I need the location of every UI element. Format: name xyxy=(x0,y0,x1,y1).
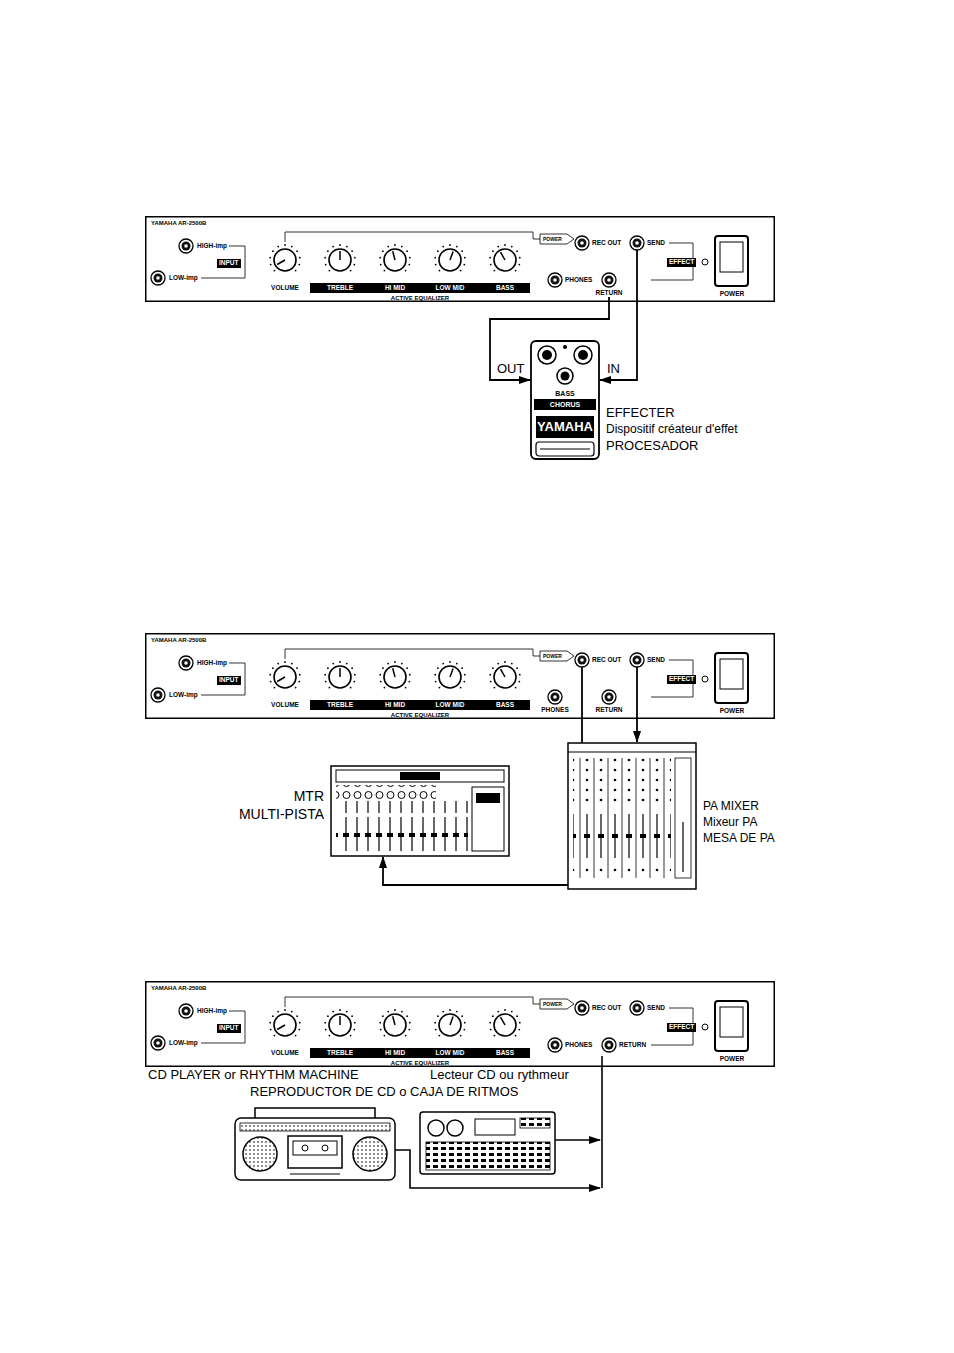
jack: RETURN xyxy=(594,273,624,297)
cd-player xyxy=(235,1108,395,1180)
panel-label: ACTIVE EQUALIZER xyxy=(391,1060,449,1066)
panel-label: PHONES xyxy=(565,277,592,284)
pedal-marking: BASS xyxy=(530,390,600,397)
panel-label: LOW MID xyxy=(436,702,465,709)
device-caption: Dispositif créateur d'effet xyxy=(606,423,737,435)
brand-label: YAMAHA AR-2500B xyxy=(151,637,206,643)
cable xyxy=(600,250,637,380)
panel-label: BASS xyxy=(496,1050,514,1057)
mtr-art xyxy=(330,765,510,857)
panel-label: PHONES xyxy=(565,1042,592,1049)
section-tag: EFFECT xyxy=(667,258,696,267)
pedal-art xyxy=(530,340,600,460)
section-tag: INPUT xyxy=(217,676,241,685)
rhythm-machine xyxy=(420,1112,555,1174)
brand-label: YAMAHA AR-2500B xyxy=(151,985,206,991)
panel-label: HI MID xyxy=(385,1050,405,1057)
panel-label: LOW-imp xyxy=(169,692,198,699)
panel-label: REC OUT xyxy=(592,240,621,247)
panel-label: TREBLE xyxy=(327,285,353,292)
section-tag: INPUT xyxy=(217,1024,241,1033)
amp-panel: YAMAHA AR-2500B REC OUT SEND HIGH-impINPUT L… xyxy=(145,633,775,719)
section-tag: INPUT xyxy=(217,259,241,268)
brand-label: YAMAHA AR-2500B xyxy=(151,220,206,226)
pedal-marking: CHORUS xyxy=(530,401,600,408)
device-caption: CD PLAYER or RHYTHM MACHINE xyxy=(148,1068,359,1081)
jack: SEND xyxy=(630,653,665,667)
panel-label: SEND xyxy=(647,1005,665,1012)
panel-label: BASS xyxy=(496,702,514,709)
amp-panel: YAMAHA AR-2500B RETURN HIGH-impINPUT LOW-im… xyxy=(145,981,775,1067)
device-caption: Mixeur PA xyxy=(703,816,757,828)
panel-label: TREBLE xyxy=(327,1050,353,1057)
panel-label: HI MID xyxy=(385,702,405,709)
pedal-marking: YAMAHA xyxy=(530,420,600,433)
jack: RETURN xyxy=(602,1038,646,1052)
panel-label: POWER xyxy=(543,654,562,659)
panel-label: POWER xyxy=(720,1056,745,1063)
jack-label: SEND xyxy=(647,236,665,250)
section-tag: EFFECT xyxy=(667,675,696,684)
device-caption: EFFECTER xyxy=(606,406,675,419)
jack-label: REC OUT xyxy=(592,653,621,667)
jack: SEND xyxy=(630,236,665,250)
panel-label: VOLUME xyxy=(271,1050,299,1057)
panel-label: POWER xyxy=(720,291,745,298)
panel-label: HIGH-imp xyxy=(197,243,227,250)
port-label: IN xyxy=(606,362,621,375)
audio-cable xyxy=(395,1056,602,1188)
multitrack-recorder: MTRMULTI-PISTA xyxy=(330,765,510,857)
device-caption: REPRODUCTOR DE CD o CAJA DE RITMOS xyxy=(250,1085,518,1098)
panel-label: BASS xyxy=(496,285,514,292)
pa-mixer: PA MIXERMixeur PAMESA DE PA xyxy=(567,742,697,890)
device-caption: MESA DE PA xyxy=(703,832,775,844)
device-caption: PROCESADOR xyxy=(606,439,698,452)
panel-label: LOW MID xyxy=(436,1050,465,1057)
panel-label: REC OUT xyxy=(592,1005,621,1012)
section-tag: EFFECT xyxy=(667,1023,696,1032)
amp-panel: YAMAHA AR-2500B SEND RETURN HIGH-impINPUT LO… xyxy=(145,216,775,302)
device-caption: MULTI-PISTA xyxy=(239,807,324,821)
panel-label: POWER xyxy=(543,237,562,242)
device-caption: Lecteur CD ou rythmeur xyxy=(430,1068,569,1081)
mixer-art xyxy=(567,742,697,890)
panel-label: ACTIVE EQUALIZER xyxy=(391,712,449,718)
panel-label: HIGH-imp xyxy=(197,660,227,667)
jack: REC OUT xyxy=(575,653,621,667)
panel-label: HIGH-imp xyxy=(197,1008,227,1015)
panel-label: RETURN xyxy=(595,707,622,714)
port-label: OUT xyxy=(496,362,525,375)
jack-label: RETURN xyxy=(619,1038,646,1052)
jack-label: RETURN xyxy=(594,289,624,297)
effect-pedal: BASSCHORUSYAMAHAEFFECTERDispositif créat… xyxy=(530,340,600,460)
panel-label: LOW-imp xyxy=(169,275,198,282)
panel-label: POWER xyxy=(543,1002,562,1007)
device-caption: MTR xyxy=(294,789,324,803)
device-caption: PA MIXER xyxy=(703,800,759,812)
panel-label: LOW MID xyxy=(436,285,465,292)
panel-label: ACTIVE EQUALIZER xyxy=(391,295,449,301)
panel-label: PHONES xyxy=(541,707,568,714)
panel-label: POWER xyxy=(720,708,745,715)
panel-label: VOLUME xyxy=(271,285,299,292)
panel-label: LOW-imp xyxy=(169,1040,198,1047)
panel-label: VOLUME xyxy=(271,702,299,709)
panel-label: HI MID xyxy=(385,285,405,292)
panel-label: TREBLE xyxy=(327,702,353,709)
jack-label: SEND xyxy=(647,653,665,667)
cable xyxy=(636,667,638,742)
